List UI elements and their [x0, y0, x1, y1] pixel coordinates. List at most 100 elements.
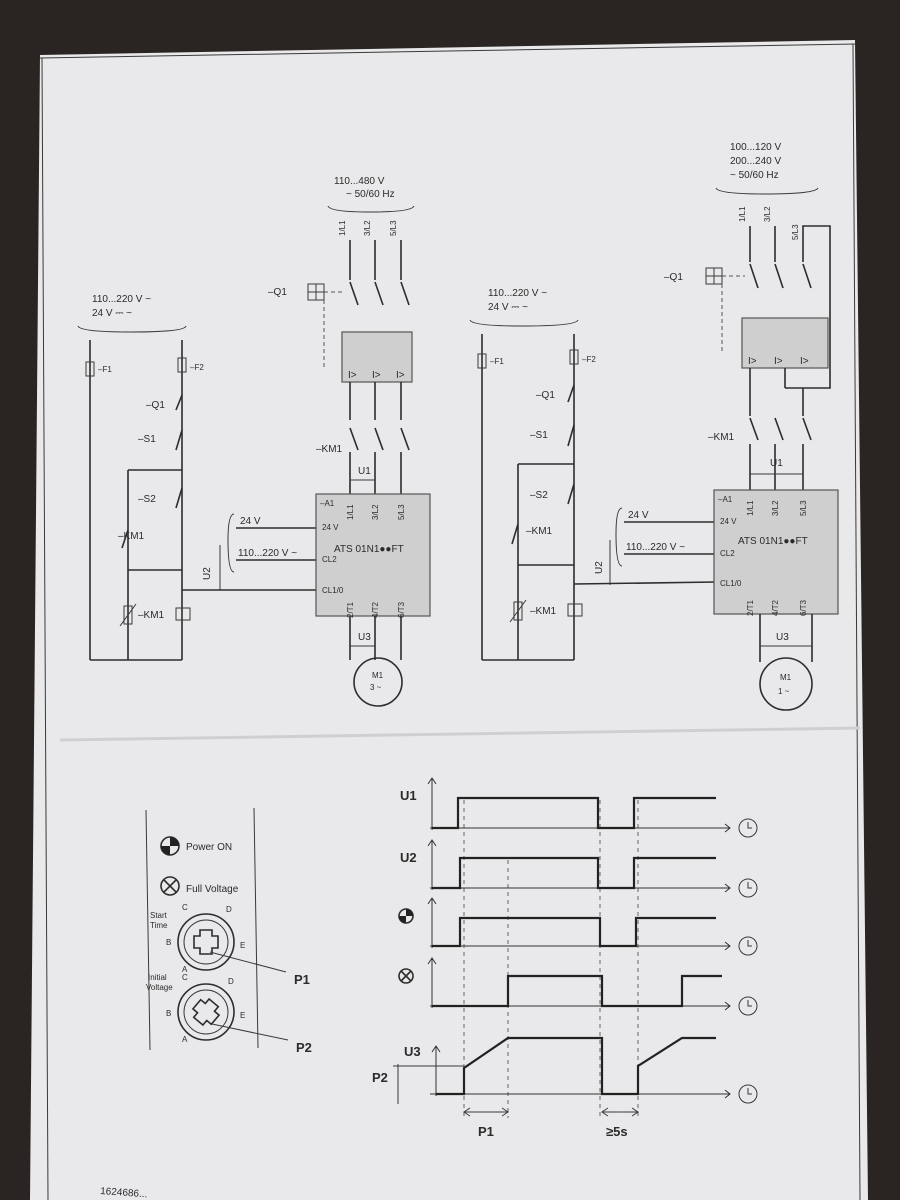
right-ats-device — [713, 489, 839, 615]
right-u2-label: U2 — [594, 561, 605, 574]
initial-voltage-label-1: Initial — [148, 973, 167, 982]
svg-text:6/T3: 6/T3 — [799, 599, 808, 616]
right-s1-label: –S1 — [530, 430, 548, 441]
svg-text:3/L2: 3/L2 — [763, 206, 772, 222]
svg-text:D: D — [226, 905, 232, 914]
right-in110-label: 110...220 V ~ — [626, 542, 685, 553]
dial-cross-icon-2 — [191, 997, 221, 1027]
svg-text:I>: I> — [348, 370, 357, 381]
left-in110-label: 110...220 V ~ — [238, 548, 297, 559]
left-schematic: 110...220 V ~ 24 V ⎓ ~ 110...480 V ~ 50/… — [77, 176, 431, 707]
svg-text:1 ~: 1 ~ — [778, 687, 790, 696]
left-q1-label: –Q1 — [268, 287, 287, 298]
full-voltage-label: Full Voltage — [186, 884, 239, 895]
left-device-name: ATS 01N1●●FT — [334, 544, 404, 555]
timing-ge5s-label: ≥5s — [606, 1124, 628, 1139]
svg-text:5/L3: 5/L3 — [397, 504, 406, 520]
svg-text:D: D — [228, 977, 234, 986]
svg-text:CL1/0: CL1/0 — [720, 579, 742, 588]
svg-text:1/L1: 1/L1 — [738, 206, 747, 222]
right-main-supply-2: 200...240 V — [730, 156, 781, 167]
svg-text:I>: I> — [372, 370, 381, 381]
right-q1-label: –Q1 — [664, 272, 683, 283]
svg-text:3 ~: 3 ~ — [370, 683, 382, 692]
right-km1-coil-label: –KM1 — [530, 606, 557, 617]
svg-text:CL2: CL2 — [720, 549, 735, 558]
svg-text:A: A — [182, 1035, 188, 1044]
left-ctrl-supply-1: 110...220 V ~ — [92, 294, 151, 305]
footer-code: 1624686... — [100, 1186, 148, 1200]
svg-text:C: C — [182, 903, 188, 912]
svg-text:I>: I> — [774, 356, 783, 367]
svg-text:4/T2: 4/T2 — [771, 599, 780, 616]
full-voltage-led-icon — [160, 876, 180, 896]
start-time-label-1: Start — [150, 911, 168, 920]
left-main-supply-1: 110...480 V — [334, 176, 385, 187]
svg-text:1/L1: 1/L1 — [346, 504, 355, 520]
right-schematic: 110...220 V ~ 24 V ⎓ ~ 100...120 V 200..… — [469, 142, 839, 711]
left-km1-label: –KM1 — [316, 444, 343, 455]
p2-label: P2 — [296, 1040, 312, 1055]
left-u3-label: U3 — [358, 632, 371, 643]
svg-text:5/L3: 5/L3 — [389, 220, 398, 236]
svg-text:–A1: –A1 — [718, 495, 733, 504]
timing-u1-label: U1 — [400, 788, 417, 803]
dial-cross-icon — [193, 929, 219, 955]
full-voltage-led-icon-2 — [398, 968, 414, 984]
right-device-name: ATS 01N1●●FT — [738, 536, 808, 547]
svg-text:M1: M1 — [372, 671, 384, 680]
power-on-label: Power ON — [186, 842, 232, 853]
svg-text:3/L2: 3/L2 — [363, 220, 372, 236]
left-ats-device — [315, 493, 431, 617]
left-km1-coil-label: –KM1 — [138, 610, 165, 621]
svg-text:3/L2: 3/L2 — [371, 504, 380, 520]
left-phase-lines: 1/L1 3/L2 5/L3 –Q1 I> I> I> –KM1 — [268, 220, 413, 494]
svg-text:4/T2: 4/T2 — [371, 601, 380, 618]
svg-text:E: E — [240, 1011, 245, 1020]
svg-text:B: B — [166, 938, 171, 947]
right-main-supply-3: ~ 50/60 Hz — [730, 170, 779, 181]
left-in24-label: 24 V — [240, 516, 261, 527]
left-f1-label: –F1 — [98, 365, 112, 374]
right-motor — [759, 657, 813, 711]
svg-text:C: C — [182, 973, 188, 982]
right-km1-label: –KM1 — [708, 432, 735, 443]
right-s2-label: –S2 — [530, 490, 548, 501]
left-ctrl-supply-2: 24 V ⎓ ~ — [92, 308, 132, 319]
svg-text:M1: M1 — [780, 673, 792, 682]
right-km1c-label: –KM1 — [526, 526, 553, 537]
left-main-supply-2: ~ 50/60 Hz — [346, 189, 395, 200]
start-time-dial[interactable] — [177, 913, 235, 971]
right-phase-lines: 1/L1 3/L2 5/L3 –Q1 I> I> I> –KM1 — [664, 206, 831, 490]
right-f1-label: –F1 — [490, 357, 504, 366]
right-u1-label: U1 — [770, 458, 783, 469]
svg-text:1/L1: 1/L1 — [746, 500, 755, 516]
svg-text:I>: I> — [396, 370, 405, 381]
right-ctrl-supply-2: 24 V ⎓ ~ — [488, 302, 528, 313]
left-u1-label: U1 — [358, 466, 371, 477]
front-panel: Power ON Full Voltage Start Time C D B E… — [145, 807, 312, 1055]
initial-voltage-dial[interactable] — [177, 983, 235, 1041]
clock-icon — [738, 936, 758, 956]
svg-text:–A1: –A1 — [320, 499, 335, 508]
svg-text:24 V: 24 V — [322, 523, 339, 532]
svg-text:A: A — [182, 965, 188, 974]
svg-text:3/L2: 3/L2 — [771, 500, 780, 516]
timing-p1-label: P1 — [478, 1124, 494, 1139]
right-in24-label: 24 V — [628, 510, 649, 521]
svg-text:5/L3: 5/L3 — [791, 224, 800, 240]
left-f2-label: –F2 — [190, 363, 204, 372]
svg-text:CL1/0: CL1/0 — [322, 586, 344, 595]
right-ctrl-supply-1: 110...220 V ~ — [488, 288, 547, 299]
left-u2-label: U2 — [202, 567, 213, 580]
right-u3-label: U3 — [776, 632, 789, 643]
clock-icon — [738, 818, 758, 838]
svg-text:6/T3: 6/T3 — [397, 601, 406, 618]
right-q1c-label: –Q1 — [536, 390, 555, 401]
svg-text:24 V: 24 V — [720, 517, 737, 526]
timing-u2-label: U2 — [400, 850, 417, 865]
left-s2-label: –S2 — [138, 494, 156, 505]
svg-text:1/L1: 1/L1 — [338, 220, 347, 236]
paper — [30, 40, 868, 1200]
